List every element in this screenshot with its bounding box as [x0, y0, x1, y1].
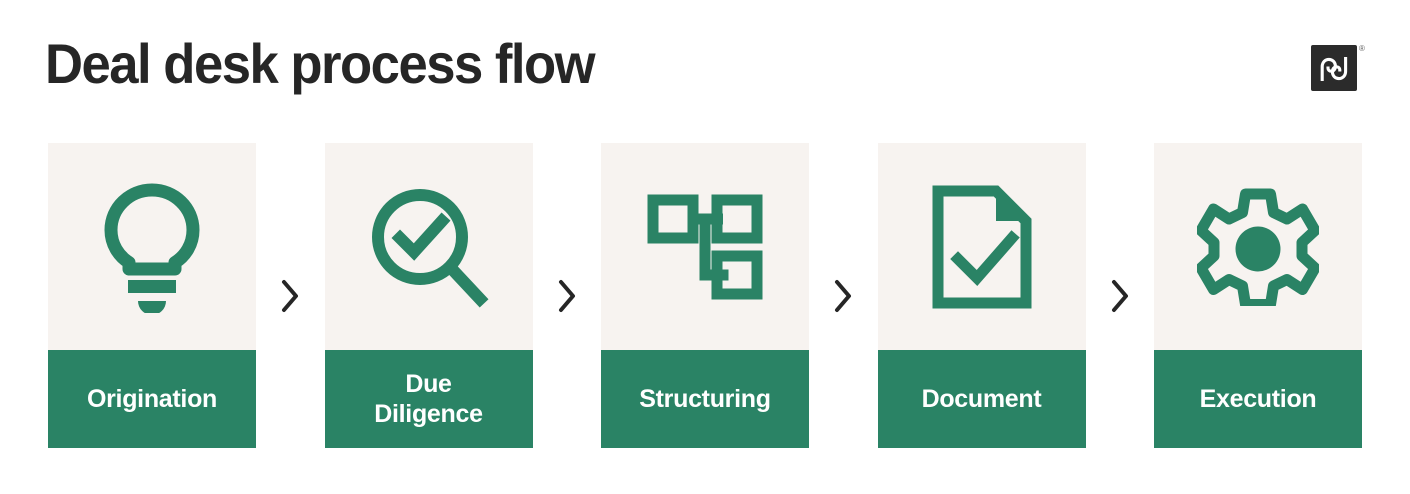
flow-step-structuring[interactable]: Structuring [601, 143, 809, 448]
pandadoc-logo-icon [1311, 45, 1357, 91]
magnifier-check-icon [324, 143, 533, 350]
flow-step-document[interactable]: Document [877, 143, 1086, 448]
brand-logo: ® [1311, 45, 1367, 101]
flow-step-label: Due Diligence [324, 350, 533, 448]
flow-step-label: Execution [1154, 350, 1362, 448]
flow-step-execution[interactable]: Execution [1154, 143, 1362, 448]
process-flow-row: Origination Due Diligence [48, 143, 1362, 448]
page-title: Deal desk process flow [45, 32, 596, 95]
registered-trademark-mark: ® [1359, 44, 1365, 53]
document-check-icon [877, 143, 1086, 350]
hierarchy-icon [601, 143, 809, 350]
header: Deal desk process flow ® [0, 0, 1410, 135]
flow-step-due-diligence[interactable]: Due Diligence [324, 143, 533, 448]
flow-step-origination[interactable]: Origination [48, 143, 256, 448]
gear-icon [1154, 143, 1362, 350]
chevron-right-icon [809, 143, 878, 448]
flow-step-label: Structuring [601, 350, 809, 448]
flow-step-label: Origination [48, 350, 256, 448]
lightbulb-icon [48, 143, 256, 350]
flow-step-label: Document [877, 350, 1086, 448]
chevron-right-icon [1086, 143, 1155, 448]
chevron-right-icon [533, 143, 602, 448]
chevron-right-icon [256, 143, 325, 448]
